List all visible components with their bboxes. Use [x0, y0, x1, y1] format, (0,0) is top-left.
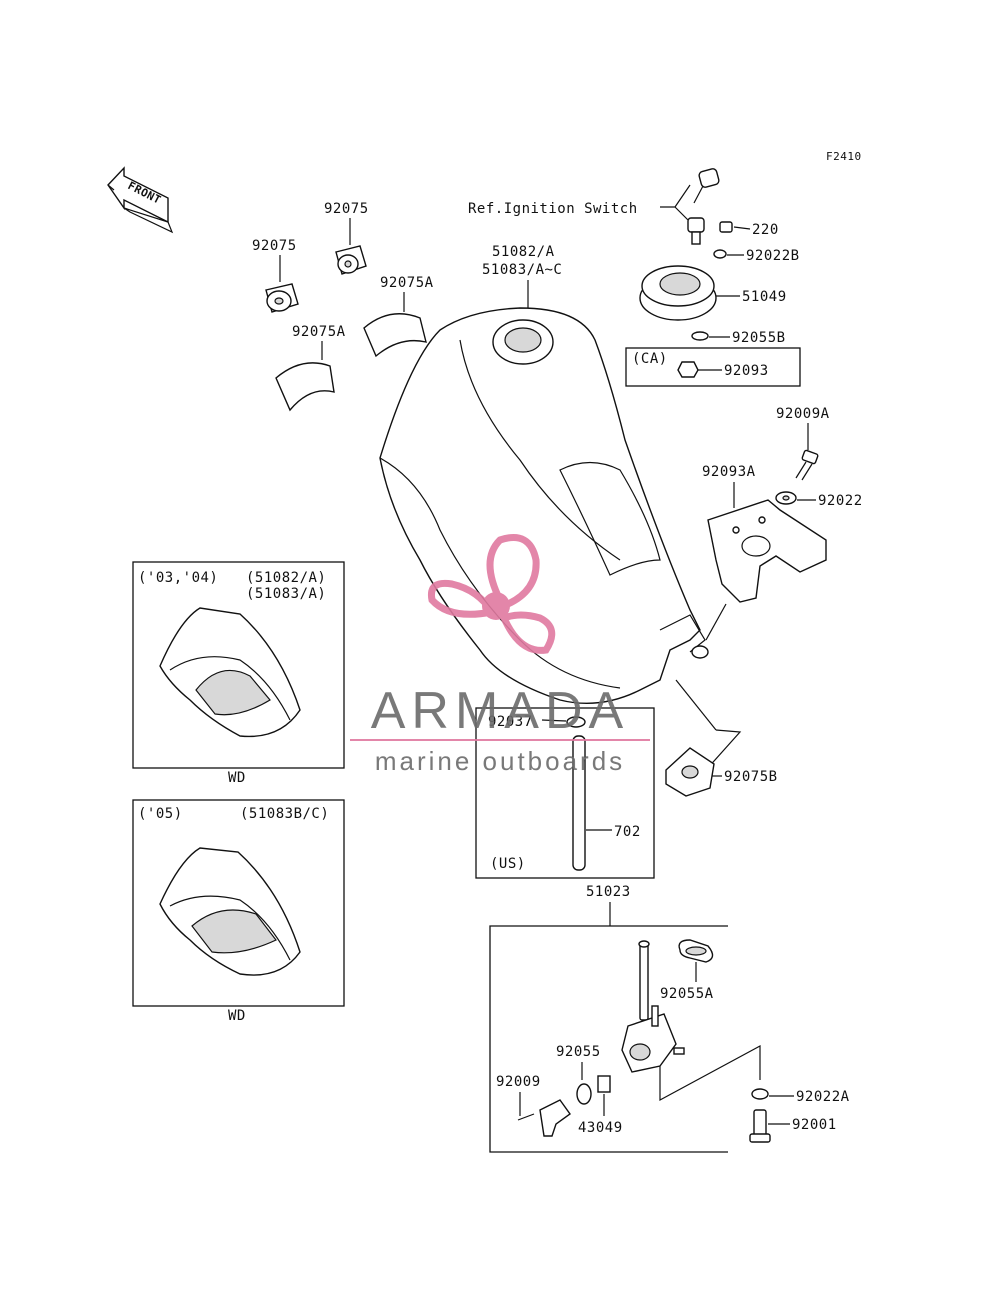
- damper-92075-top: [335, 245, 367, 275]
- ref-ignition-label: Ref.Ignition Switch: [468, 201, 638, 217]
- armada-watermark: ARMADA marine outboards: [350, 534, 650, 776]
- label-51023: 51023: [586, 884, 631, 900]
- ignition-key-icon: [660, 168, 720, 245]
- label-92022: 92022: [818, 493, 863, 509]
- fuel-cap-51049: [639, 265, 740, 321]
- inset-box-0304: [132, 561, 345, 769]
- hose-702: [572, 735, 586, 871]
- label-92055: 92055: [556, 1044, 601, 1060]
- label-92093a: 92093A: [702, 464, 756, 480]
- label-92037: 92037: [488, 714, 533, 730]
- label-92009: 92009: [496, 1074, 541, 1090]
- washer-92022b: [713, 249, 727, 259]
- nut-92093: [677, 361, 699, 378]
- label-92001: 92001: [792, 1117, 837, 1133]
- diagram-code: F2410: [826, 150, 862, 163]
- label-92022a: 92022A: [796, 1089, 850, 1105]
- label-92093: 92093: [724, 363, 769, 379]
- gasket-92055a: [678, 939, 714, 963]
- ca-label: (CA): [632, 351, 668, 367]
- us-box: [475, 707, 655, 879]
- inset2-caption: WD: [228, 1008, 246, 1024]
- watermark-tagline: marine outboards: [375, 746, 625, 776]
- oring-92055b: [691, 331, 709, 341]
- bracket-92093a: [707, 499, 827, 603]
- inset-box-05: [132, 799, 345, 1007]
- clamp-92037: [566, 716, 586, 728]
- inset1-years: ('03,'04): [138, 570, 218, 586]
- label-92075-left: 92075: [252, 238, 297, 254]
- screw-220: [719, 221, 751, 233]
- label-220: 220: [752, 222, 779, 238]
- label-92055b: 92055B: [732, 330, 786, 346]
- bolt-92009a: [795, 449, 819, 481]
- bolt-92001: [749, 1109, 771, 1143]
- fuel-tank: [379, 307, 709, 704]
- pad-92075a-right: [363, 313, 427, 358]
- fuel-valve-51023: [621, 940, 685, 1073]
- label-51049: 51049: [742, 289, 787, 305]
- pad-92075a-left: [275, 362, 335, 412]
- label-92075-top: 92075: [324, 201, 369, 217]
- valve-box: [489, 925, 728, 1153]
- tank-decal-05: [159, 847, 301, 976]
- watermark-brand: ARMADA: [371, 682, 629, 740]
- tank-decal-0304: [159, 607, 301, 738]
- oring-92055: [576, 1083, 592, 1105]
- label-51082: 51082/A: [492, 244, 555, 260]
- label-43049: 43049: [578, 1120, 623, 1136]
- propeller-logo-icon: [427, 534, 556, 654]
- inset2-years: ('05): [138, 806, 183, 822]
- label-92055a: 92055A: [660, 986, 714, 1002]
- ca-box: [625, 347, 801, 387]
- inset1-caption: WD: [228, 770, 246, 786]
- inset2-part: (51083B/C): [240, 806, 329, 822]
- damper-92075-left: [265, 283, 299, 313]
- label-92075a-right: 92075A: [380, 275, 434, 291]
- label-92075b: 92075B: [724, 769, 778, 785]
- inset1-part1: (51082/A): [246, 570, 326, 586]
- us-label: (US): [490, 856, 526, 872]
- front-arrow-icon: FRONT: [107, 166, 174, 234]
- label-92075a-left: 92075A: [292, 324, 346, 340]
- lever-plate: [539, 1099, 571, 1137]
- label-51083: 51083/A~C: [482, 262, 562, 278]
- washer-92022a: [751, 1088, 769, 1100]
- label-702: 702: [614, 824, 641, 840]
- label-92009a: 92009A: [776, 406, 830, 422]
- filter-43049: [597, 1075, 611, 1093]
- inset1-part2: (51083/A): [246, 586, 326, 602]
- label-92022b: 92022B: [746, 248, 800, 264]
